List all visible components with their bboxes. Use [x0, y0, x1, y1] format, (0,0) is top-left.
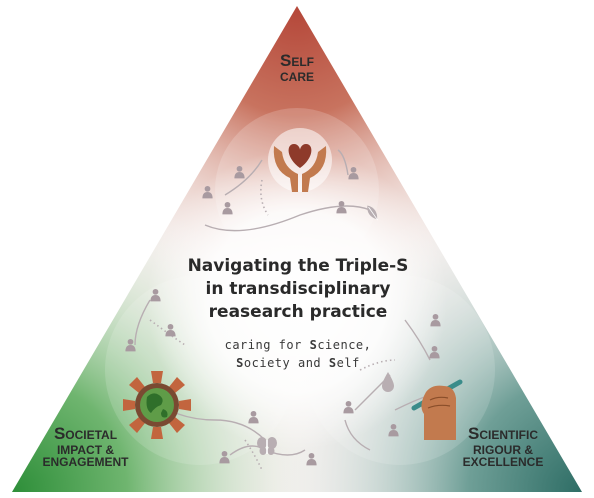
heart-hands-icon [268, 128, 332, 192]
butterfly-icon [257, 437, 277, 455]
corner-line: RIGOUR & [473, 442, 533, 457]
diagram-title: Navigating the Triple-S in transdiscipli… [145, 255, 451, 324]
corner-self-care: SELF CARE [247, 52, 347, 83]
title-line: in transdisciplinary [205, 279, 391, 299]
title-line: reasearch practice [208, 302, 388, 322]
subtitle-text: elf [336, 356, 360, 370]
corner-line: EXCELLENCE [462, 455, 544, 470]
corner-line: IMPACT & [56, 442, 115, 457]
corner-line: ELF [291, 55, 314, 69]
subtitle-text: caring for [224, 338, 310, 352]
corner-cap: S [279, 51, 292, 70]
subtitle-cap: S [328, 356, 337, 370]
corner-line: ENGAGEMENT [42, 455, 129, 470]
hand-pen-icon [411, 379, 463, 440]
leaf-icon [367, 205, 379, 221]
subtitle-text: ociety and [243, 356, 329, 370]
subtitle-text: cience, [317, 338, 372, 352]
subtitle-cap: S [236, 356, 244, 370]
subtitle-cap: S [309, 338, 318, 352]
globe-hands-icon [123, 371, 191, 439]
corner-cap: S [467, 424, 480, 443]
corner-societal: SOCIETAL IMPACT & ENGAGEMENT [18, 425, 153, 469]
corner-scientific: SCIENTIFIC RIGOUR & EXCELLENCE [438, 425, 568, 469]
subtitle-line-2: Society and Self [175, 354, 421, 372]
drop-icon [382, 372, 394, 392]
corner-line: CARE [279, 69, 314, 84]
corner-line: CIENTIFIC [479, 428, 538, 442]
corner-cap: S [53, 424, 66, 443]
title-line: Navigating the Triple-S [187, 256, 409, 276]
diagram-subtitle: caring for Science, Society and Self [175, 336, 421, 372]
corner-line: OCIETAL [65, 428, 118, 442]
subtitle-line-1: caring for Science, [175, 336, 421, 354]
